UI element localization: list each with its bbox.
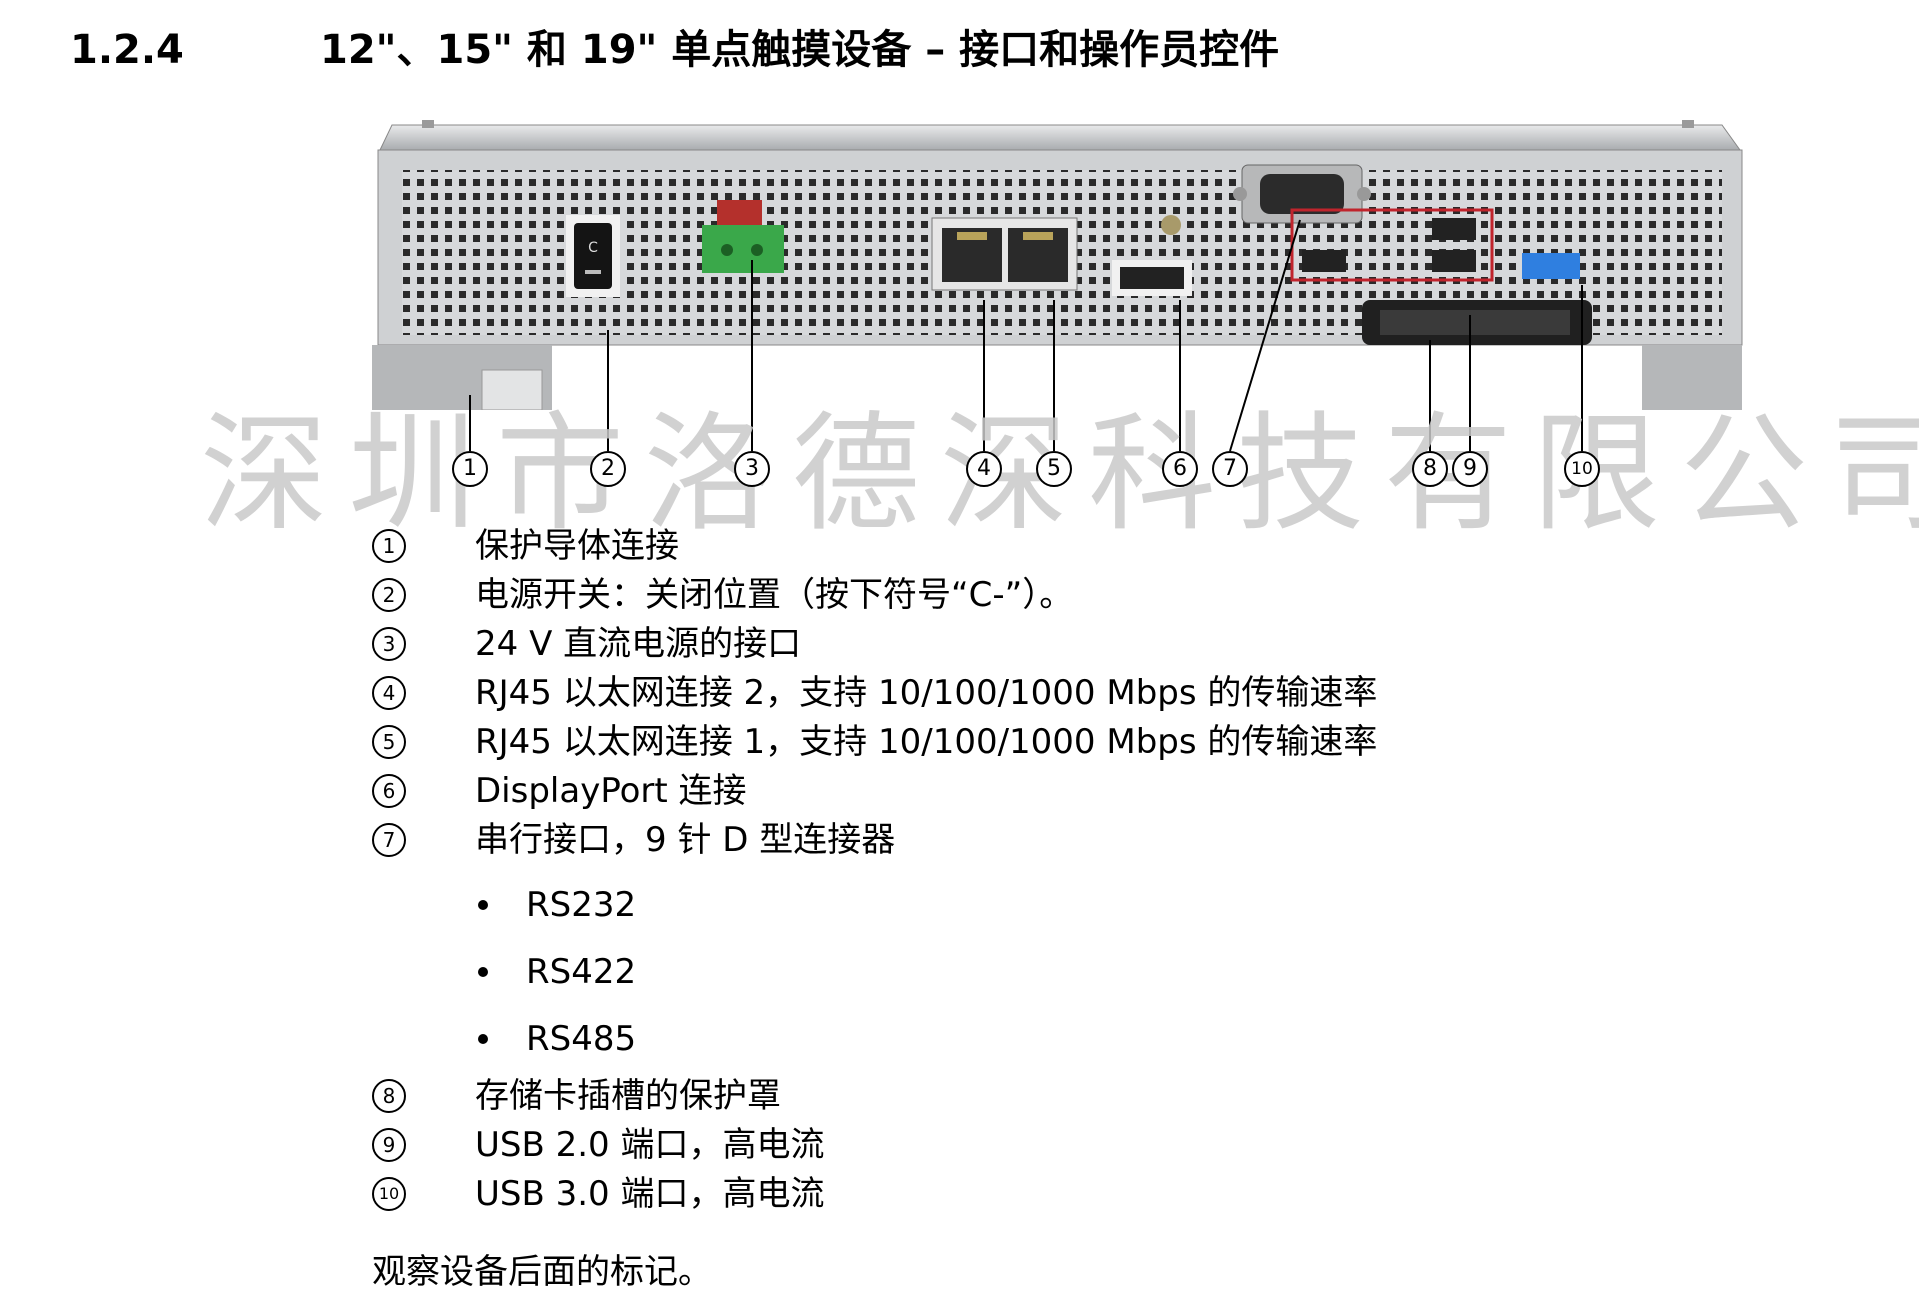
rj45-ports — [931, 217, 1078, 291]
legend-number: 7 — [372, 823, 406, 857]
legend-item-5: 5 RJ45 以太网连接 1，支持 10/100/1000 Mbps 的传输速率 — [372, 718, 1377, 766]
bullet-dot — [478, 967, 488, 977]
legend-number: 3 — [372, 627, 406, 661]
legend-item-10: 10 USB 3.0 端口，高电流 — [372, 1170, 824, 1218]
legend-number: 1 — [372, 529, 406, 563]
callout-8: 8 — [1412, 451, 1448, 487]
bullet-text: RS485 — [526, 1019, 637, 1059]
bullet-item: RS232 — [478, 881, 636, 929]
legend-text: 电源开关：关闭位置（按下符号“C-”）。 — [475, 575, 1074, 615]
bullet-item: RS422 — [478, 948, 636, 996]
legend-item-4: 4 RJ45 以太网连接 2，支持 10/100/1000 Mbps 的传输速率 — [372, 669, 1377, 717]
legend-text: DisplayPort 连接 — [475, 771, 747, 811]
device-rear-photo: C — [372, 120, 1743, 410]
legend-number: 2 — [372, 578, 406, 612]
legend-text: USB 3.0 端口，高电流 — [475, 1174, 825, 1214]
legend-text: 存储卡插槽的保护罩 — [475, 1076, 781, 1116]
legend-item-6: 6 DisplayPort 连接 — [372, 767, 747, 815]
callout-10: 10 — [1564, 451, 1600, 487]
callout-9: 9 — [1452, 451, 1488, 487]
bullet-item: RS485 — [478, 1015, 636, 1063]
legend-item-3: 3 24 V 直流电源的接口 — [372, 620, 801, 668]
legend-text: 24 V 直流电源的接口 — [475, 624, 802, 664]
callout-6: 6 — [1162, 451, 1198, 487]
serial-db9 — [1233, 164, 1371, 224]
callout-2: 2 — [590, 451, 626, 487]
legend-item-7: 7 串行接口，9 针 D 型连接器 — [372, 816, 895, 864]
legend-number: 4 — [372, 676, 406, 710]
callout-7: 7 — [1212, 451, 1248, 487]
legend-text: 串行接口，9 针 D 型连接器 — [475, 820, 896, 860]
legend-item-9: 9 USB 2.0 端口，高电流 — [372, 1121, 824, 1169]
legend-item-1: 1 保护导体连接 — [372, 522, 679, 570]
section-number: 1.2.4 — [70, 27, 184, 73]
usb3-port — [1522, 253, 1580, 279]
bullet-dot — [478, 900, 488, 910]
legend-text: 保护导体连接 — [475, 526, 679, 566]
card-cover — [1362, 300, 1592, 345]
bullet-dot — [478, 1034, 488, 1044]
callout-1: 1 — [452, 451, 488, 487]
callout-5: 5 — [1036, 451, 1072, 487]
legend-number: 8 — [372, 1079, 406, 1113]
legend-text: USB 2.0 端口，高电流 — [475, 1125, 825, 1165]
legend-item-8: 8 存储卡插槽的保护罩 — [372, 1072, 781, 1120]
footer-note: 观察设备后面的标记。 — [372, 1252, 712, 1292]
svg-text:C: C — [588, 240, 598, 256]
bullet-text: RS422 — [526, 952, 637, 992]
power-switch: C — [566, 215, 620, 297]
section-title: 12"、15" 和 19" 单点触摸设备 – 接口和操作员控件 — [320, 27, 1280, 73]
callout-3: 3 — [734, 451, 770, 487]
legend-text: RJ45 以太网连接 2，支持 10/100/1000 Mbps 的传输速率 — [475, 673, 1378, 713]
legend-number: 9 — [372, 1128, 406, 1162]
power-terminal — [702, 200, 784, 273]
legend-number: 10 — [372, 1177, 406, 1211]
legend-number: 6 — [372, 774, 406, 808]
legend-item-2: 2 电源开关：关闭位置（按下符号“C-”）。 — [372, 571, 1073, 619]
callout-4: 4 — [966, 451, 1002, 487]
legend-number: 5 — [372, 725, 406, 759]
displayport — [1112, 215, 1192, 296]
legend-text: RJ45 以太网连接 1，支持 10/100/1000 Mbps 的传输速率 — [475, 722, 1378, 762]
bullet-text: RS232 — [526, 885, 637, 925]
